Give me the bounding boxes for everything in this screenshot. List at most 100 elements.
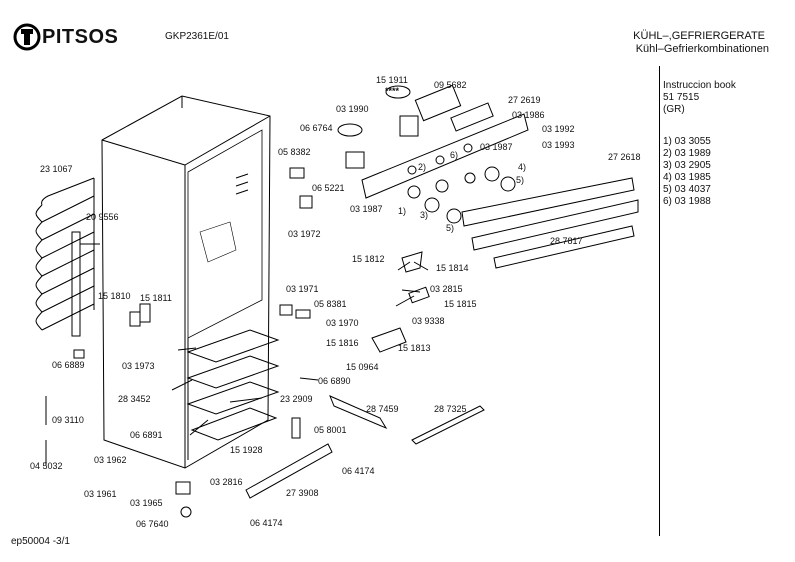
language-code: (GR) bbox=[663, 104, 685, 115]
seal-profile-1 bbox=[329, 395, 388, 430]
part-label: 15 1812 bbox=[352, 254, 385, 264]
switch-part bbox=[408, 286, 430, 304]
part-label: 05 8382 bbox=[278, 147, 311, 157]
part-label: 28 7459 bbox=[366, 404, 399, 414]
leveling-foot bbox=[180, 506, 192, 518]
lamp-cover-left bbox=[337, 123, 363, 137]
part-label: 27 2618 bbox=[608, 152, 641, 162]
egg-tray bbox=[371, 327, 407, 353]
condenser-coil bbox=[35, 177, 95, 331]
part-label: 06 4174 bbox=[250, 518, 283, 528]
part-label: 03 1965 bbox=[130, 498, 163, 508]
part-label: 03 1986 bbox=[512, 110, 545, 120]
legend-item: 1) 03 3055 bbox=[663, 136, 711, 147]
part-label: 5) bbox=[446, 223, 454, 233]
part-labels: 15 1911 **** 09 5682 27 2619 03 1990 03 … bbox=[30, 75, 641, 529]
part-label: 4) bbox=[518, 162, 526, 172]
part-label: 5) bbox=[516, 175, 524, 185]
instruction-book-number: 51 7515 bbox=[663, 92, 700, 103]
part-label: 15 0964 bbox=[346, 362, 379, 372]
part-label: 06 7640 bbox=[136, 519, 169, 529]
part-label: 3) bbox=[420, 210, 428, 220]
part-label: 03 1970 bbox=[326, 318, 359, 328]
legend-item: 5) 03 4037 bbox=[663, 184, 711, 195]
mount-bracket bbox=[289, 167, 305, 179]
part-label: 03 1971 bbox=[286, 284, 319, 294]
hinge-bracket bbox=[291, 417, 301, 439]
shelf-set bbox=[186, 329, 280, 441]
part-label: 15 1911 bbox=[376, 75, 408, 85]
part-label: 05 8381 bbox=[314, 299, 347, 309]
part-label: 06 4174 bbox=[342, 466, 375, 476]
part-label: 15 1816 bbox=[326, 338, 359, 348]
part-label: 15 1815 bbox=[444, 299, 477, 309]
hinge-rail bbox=[245, 443, 333, 499]
part-label: **** bbox=[385, 86, 400, 96]
part-label: 03 2816 bbox=[210, 477, 243, 487]
legend-item: 3) 03 2905 bbox=[663, 160, 711, 171]
part-label: 23 1067 bbox=[40, 164, 73, 174]
part-label: 03 1962 bbox=[94, 455, 127, 465]
part-label: 03 1987 bbox=[350, 204, 383, 214]
part-label: 03 1972 bbox=[288, 229, 321, 239]
trim-strip-mid bbox=[471, 199, 639, 251]
part-label: 03 2815 bbox=[430, 284, 463, 294]
clip-part bbox=[129, 311, 141, 327]
heater-strip bbox=[71, 231, 81, 337]
bracket-1 bbox=[295, 309, 311, 319]
legend-item: 2) 03 1989 bbox=[663, 148, 711, 159]
legend-panel: Instruccion book 51 7515 (GR) 1) 03 3055… bbox=[659, 66, 790, 536]
part-label: 05 8001 bbox=[314, 425, 347, 435]
part-label: 15 1811 bbox=[140, 293, 172, 303]
pitsos-logo-icon bbox=[13, 23, 41, 51]
part-label: 03 1990 bbox=[336, 104, 369, 114]
part-label: 09 5682 bbox=[434, 80, 467, 90]
part-label: 1) bbox=[398, 206, 406, 216]
part-label: 03 1961 bbox=[84, 489, 117, 499]
legend-item: 4) 03 1985 bbox=[663, 172, 711, 183]
model-number: GKP2361E/01 bbox=[165, 31, 229, 42]
category-line-2: Kühl–Gefrierkombinationen bbox=[635, 43, 769, 55]
part-label: 23 2909 bbox=[280, 394, 313, 404]
footer-code: ep50004 -3/1 bbox=[11, 536, 70, 547]
part-label: 15 1810 bbox=[98, 291, 131, 301]
part-label: 28 7817 bbox=[550, 236, 583, 246]
part-label: 04 5032 bbox=[30, 461, 63, 471]
part-label: 27 2619 bbox=[508, 95, 541, 105]
seal-profile-2 bbox=[411, 405, 485, 445]
knob-set bbox=[407, 166, 516, 224]
bracket-2 bbox=[279, 304, 293, 316]
part-label: 27 3908 bbox=[286, 488, 319, 498]
foot-clip bbox=[73, 349, 85, 359]
thermostat-housing bbox=[345, 151, 365, 169]
part-label: 15 1814 bbox=[436, 263, 469, 273]
brand-logo: PITSOS bbox=[12, 22, 118, 52]
brand-name: PITSOS bbox=[42, 25, 119, 48]
leveling-bracket bbox=[175, 481, 191, 495]
part-label: 28 7325 bbox=[434, 404, 467, 414]
part-label: 6) bbox=[450, 150, 458, 160]
part-label: 03 1992 bbox=[542, 124, 575, 134]
part-label: 03 1973 bbox=[122, 361, 155, 371]
trim-strip-upper bbox=[461, 177, 635, 227]
part-label: 2) bbox=[418, 162, 426, 172]
part-label: 03 9338 bbox=[412, 316, 445, 326]
part-label: 06 6764 bbox=[300, 123, 333, 133]
part-label: 06 6889 bbox=[52, 360, 85, 370]
control-panel bbox=[361, 84, 529, 199]
category-line-1: KÜHL–,GEFRIERGERATE bbox=[633, 30, 765, 42]
part-label: 15 1928 bbox=[230, 445, 263, 455]
legend-item: 6) 03 1988 bbox=[663, 196, 711, 207]
part-label: 06 6891 bbox=[130, 430, 163, 440]
control-housing bbox=[399, 115, 419, 137]
lamp-cover-right bbox=[385, 85, 411, 99]
trim-strip-lower bbox=[493, 225, 635, 269]
clip-part-2 bbox=[139, 303, 151, 323]
part-label: 06 5221 bbox=[312, 183, 345, 193]
lamp-socket bbox=[299, 195, 313, 209]
lamp-holder bbox=[401, 251, 423, 273]
cabinet-body bbox=[101, 95, 271, 469]
part-label: 20 9556 bbox=[86, 212, 119, 222]
part-label: 28 3452 bbox=[118, 394, 151, 404]
instruction-book-title: Instruccion book bbox=[663, 80, 736, 91]
